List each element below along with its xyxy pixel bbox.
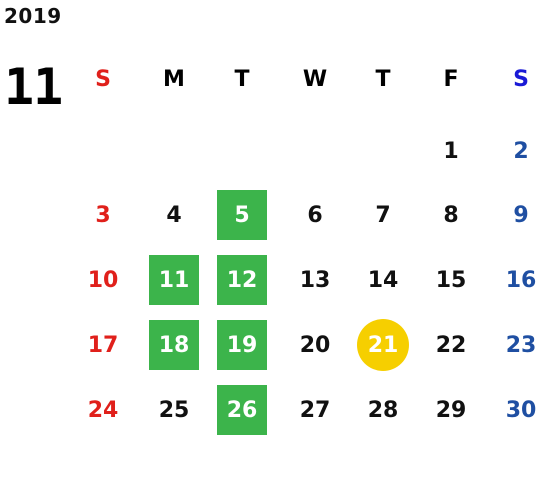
day-cell[interactable]: 10	[73, 255, 133, 305]
day-number: 17	[87, 332, 119, 358]
day-number: 29	[435, 397, 467, 423]
day-number: 13	[299, 267, 331, 293]
day-cell[interactable]: 20	[285, 320, 345, 370]
day-number: 26	[226, 397, 258, 423]
today-marker	[357, 319, 409, 371]
day-number: 21	[367, 332, 399, 358]
day-number: 4	[166, 202, 182, 228]
weekday-monday: M	[163, 67, 185, 92]
day-cell[interactable]: 5	[212, 190, 272, 240]
day-cell[interactable]: 23	[491, 320, 548, 370]
year-label: 2019	[4, 4, 62, 28]
day-cell[interactable]: 16	[491, 255, 548, 305]
day-number: 16	[505, 267, 537, 293]
day-number: 8	[443, 202, 459, 228]
day-number: 5	[234, 202, 250, 228]
event-marker	[217, 255, 267, 305]
event-marker	[217, 190, 267, 240]
event-marker	[149, 320, 199, 370]
event-marker	[217, 385, 267, 435]
day-cell[interactable]: 28	[353, 385, 413, 435]
day-number: 11	[158, 267, 190, 293]
event-marker	[149, 255, 199, 305]
day-cell[interactable]: 29	[421, 385, 481, 435]
day-cell[interactable]: 1	[421, 126, 481, 176]
weekday-wednesday: W	[302, 67, 328, 92]
day-number: 15	[435, 267, 467, 293]
day-number: 30	[505, 397, 537, 423]
day-cell[interactable]: 14	[353, 255, 413, 305]
day-cell[interactable]: 2	[491, 126, 548, 176]
day-cell[interactable]: 15	[421, 255, 481, 305]
day-cell[interactable]: 11	[144, 255, 204, 305]
day-number: 9	[513, 202, 529, 228]
weekday-sunday: S	[95, 67, 111, 92]
day-cell[interactable]: 19	[212, 320, 272, 370]
day-cell[interactable]: 24	[73, 385, 133, 435]
day-cell[interactable]: 3	[73, 190, 133, 240]
weekday-tuesday: T	[234, 67, 250, 92]
day-cell[interactable]: 25	[144, 385, 204, 435]
day-cell[interactable]: 9	[491, 190, 548, 240]
day-number: 10	[87, 267, 119, 293]
day-cell[interactable]: 7	[353, 190, 413, 240]
day-cell[interactable]: 22	[421, 320, 481, 370]
day-number: 18	[158, 332, 190, 358]
day-number: 25	[158, 397, 190, 423]
day-number: 19	[226, 332, 258, 358]
day-cell[interactable]: 30	[491, 385, 548, 435]
day-cell[interactable]: 4	[144, 190, 204, 240]
day-number: 12	[226, 267, 258, 293]
event-marker	[217, 320, 267, 370]
weekday-friday: F	[443, 67, 459, 92]
day-cell[interactable]: 12	[212, 255, 272, 305]
day-number: 28	[367, 397, 399, 423]
day-number: 14	[367, 267, 399, 293]
day-number: 22	[435, 332, 467, 358]
day-number: 3	[95, 202, 111, 228]
day-number: 6	[307, 202, 323, 228]
day-cell[interactable]: 27	[285, 385, 345, 435]
weekday-thursday: T	[375, 67, 391, 92]
day-number: 27	[299, 397, 331, 423]
month-number: 11	[4, 58, 63, 116]
day-number: 24	[87, 397, 119, 423]
day-number: 1	[443, 138, 459, 164]
day-cell[interactable]: 6	[285, 190, 345, 240]
day-number: 23	[505, 332, 537, 358]
day-cell[interactable]: 21	[353, 319, 413, 371]
day-number: 7	[375, 202, 391, 228]
day-cell[interactable]: 18	[144, 320, 204, 370]
day-cell[interactable]: 8	[421, 190, 481, 240]
day-cell[interactable]: 17	[73, 320, 133, 370]
weekday-saturday: S	[513, 67, 529, 92]
day-cell[interactable]: 26	[212, 385, 272, 435]
day-number: 20	[299, 332, 331, 358]
day-cell[interactable]: 13	[285, 255, 345, 305]
day-number: 2	[513, 138, 529, 164]
